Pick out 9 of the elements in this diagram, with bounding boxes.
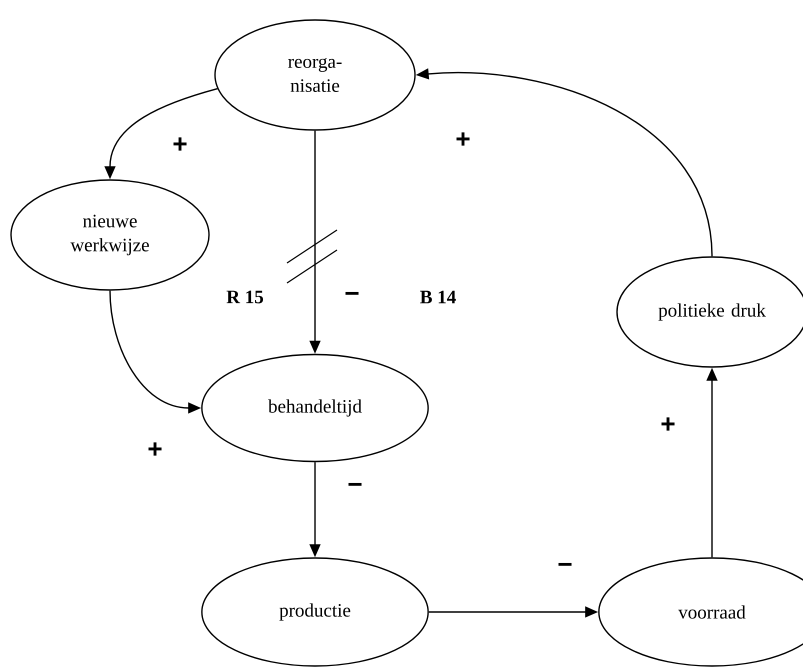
- polarity-sign: −: [346, 292, 359, 295]
- polarity-sign: +: [662, 417, 675, 431]
- polarity-sign: +: [148, 442, 162, 456]
- loop-label: B 14: [420, 290, 456, 304]
- polarity-sign: +: [174, 137, 187, 151]
- loop-label: R 15: [226, 290, 264, 304]
- polarity-sign: +: [456, 132, 470, 146]
- polarity-sign: −: [558, 562, 572, 566]
- polarity-sign: −: [348, 482, 362, 486]
